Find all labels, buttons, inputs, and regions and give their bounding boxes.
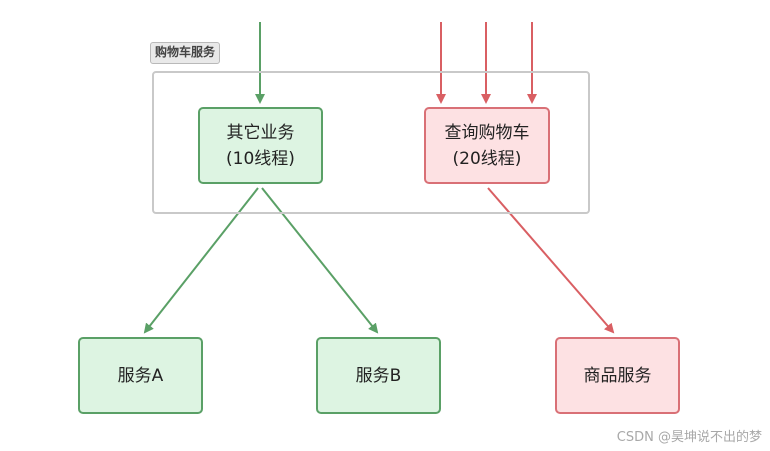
query-cart-title: 查询购物车	[444, 122, 530, 143]
other-business-title: 其它业务	[226, 122, 295, 143]
query-cart-threads: (20线程)	[452, 148, 522, 169]
other-business-node: 其它业务 (10线程)	[198, 107, 323, 184]
service-b-node: 服务B	[316, 337, 441, 414]
product-service-node: 商品服务	[555, 337, 680, 414]
other-business-threads: (10线程)	[226, 148, 295, 169]
query-cart-node: 查询购物车 (20线程)	[424, 107, 550, 184]
cart-service-group	[152, 71, 590, 214]
cart-service-group-label: 购物车服务	[150, 42, 221, 64]
service-a-title: 服务A	[117, 365, 164, 386]
product-service-title: 商品服务	[583, 365, 652, 386]
watermark: CSDN @昊坤说不出的梦	[616, 430, 762, 445]
service-b-title: 服务B	[355, 365, 402, 386]
service-a-node: 服务A	[78, 337, 203, 414]
